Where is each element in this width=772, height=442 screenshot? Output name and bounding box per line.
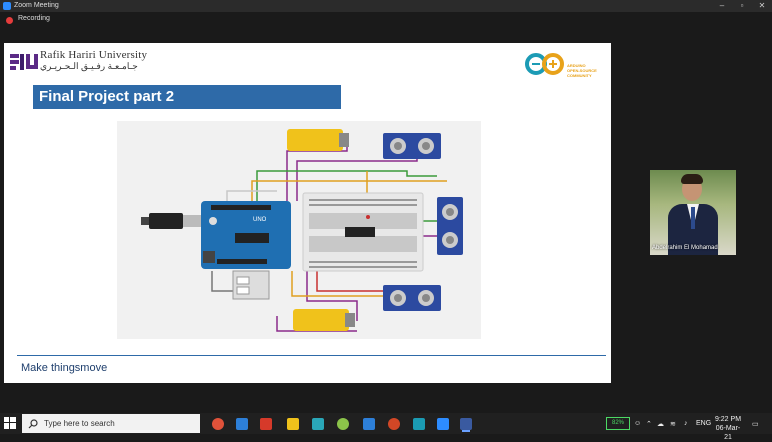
windows-start-icon[interactable] — [4, 417, 16, 429]
taskbar-search-box[interactable]: Type here to search — [22, 414, 200, 433]
university-logo-icon — [10, 54, 38, 70]
slide-title: Final Project part 2 — [33, 85, 341, 109]
recording-icon — [6, 17, 13, 24]
recording-label[interactable]: Recording — [18, 15, 50, 22]
onedrive-icon[interactable]: ☁ — [657, 421, 664, 428]
chevron-up-icon[interactable]: ⌃ — [646, 421, 652, 428]
search-placeholder: Type here to search — [44, 419, 115, 428]
file-explorer-icon[interactable] — [287, 418, 299, 430]
mail-icon[interactable] — [236, 418, 248, 430]
footer-divider — [17, 355, 606, 356]
arduino-ide-icon[interactable] — [413, 418, 425, 430]
recording-bar — [0, 12, 772, 30]
presentation-icon[interactable] — [460, 418, 472, 430]
arduino-community-text: ARDUINO OPEN-SOURCE COMMUNITY — [567, 63, 597, 78]
participant-video[interactable]: Abdelrahim El Mohamad — [650, 170, 736, 255]
slide-footer: Make thingsmove — [21, 362, 108, 374]
motor-driver-chip — [345, 227, 375, 237]
minimize-button[interactable]: – — [719, 1, 725, 10]
circuit-diagram: UNO — [117, 121, 481, 339]
language-indicator[interactable]: ENG — [696, 420, 712, 427]
chrome-icon[interactable] — [212, 418, 224, 430]
taskbar: Type here to search 82% ☺ ⌃ ☁ ≋ ♪ ENG 9:… — [0, 413, 772, 441]
ultrasonic-sensor-bottom — [383, 285, 441, 311]
volume-icon[interactable]: ♪ — [684, 420, 688, 427]
zoom-icon — [3, 2, 11, 10]
shared-slide: Rafik Hariri University جـامـعـة رفـيـق … — [4, 43, 611, 383]
zoom-taskbar-icon[interactable] — [437, 418, 449, 430]
pdf-reader-icon[interactable] — [260, 418, 272, 430]
board-label: UNO — [253, 217, 267, 223]
window-title: Zoom Meeting — [14, 2, 59, 9]
close-button[interactable]: ✕ — [758, 1, 766, 10]
participant-name: Abdelrahim El Mohamad — [652, 245, 718, 251]
clock[interactable]: 9:22 PM 06-Mar-21 — [714, 416, 742, 441]
notification-icon[interactable]: ▭ — [752, 421, 759, 428]
people-icon[interactable]: ☺ — [634, 420, 642, 427]
teams-icon[interactable] — [312, 418, 324, 430]
maximize-button[interactable]: ▫ — [740, 1, 744, 10]
window-titlebar: Zoom Meeting – ▫ ✕ — [0, 0, 772, 12]
university-name-arabic: جـامـعـة رفـيـق الـحـريـري — [40, 61, 138, 71]
arduino-community-logo-icon — [525, 53, 564, 75]
bottom-motor — [293, 309, 349, 331]
top-motor — [287, 129, 343, 151]
wifi-icon[interactable]: ≋ — [670, 421, 676, 428]
search-icon — [28, 419, 38, 429]
battery-indicator[interactable]: 82% — [606, 417, 630, 430]
app-icon[interactable] — [337, 418, 349, 430]
powerpoint-icon[interactable] — [388, 418, 400, 430]
university-name: Rafik Hariri University — [40, 49, 148, 61]
slide-switch — [232, 270, 270, 300]
ultrasonic-sensor-right — [437, 197, 463, 255]
word-icon[interactable] — [363, 418, 375, 430]
ultrasonic-sensor-top — [383, 133, 441, 159]
